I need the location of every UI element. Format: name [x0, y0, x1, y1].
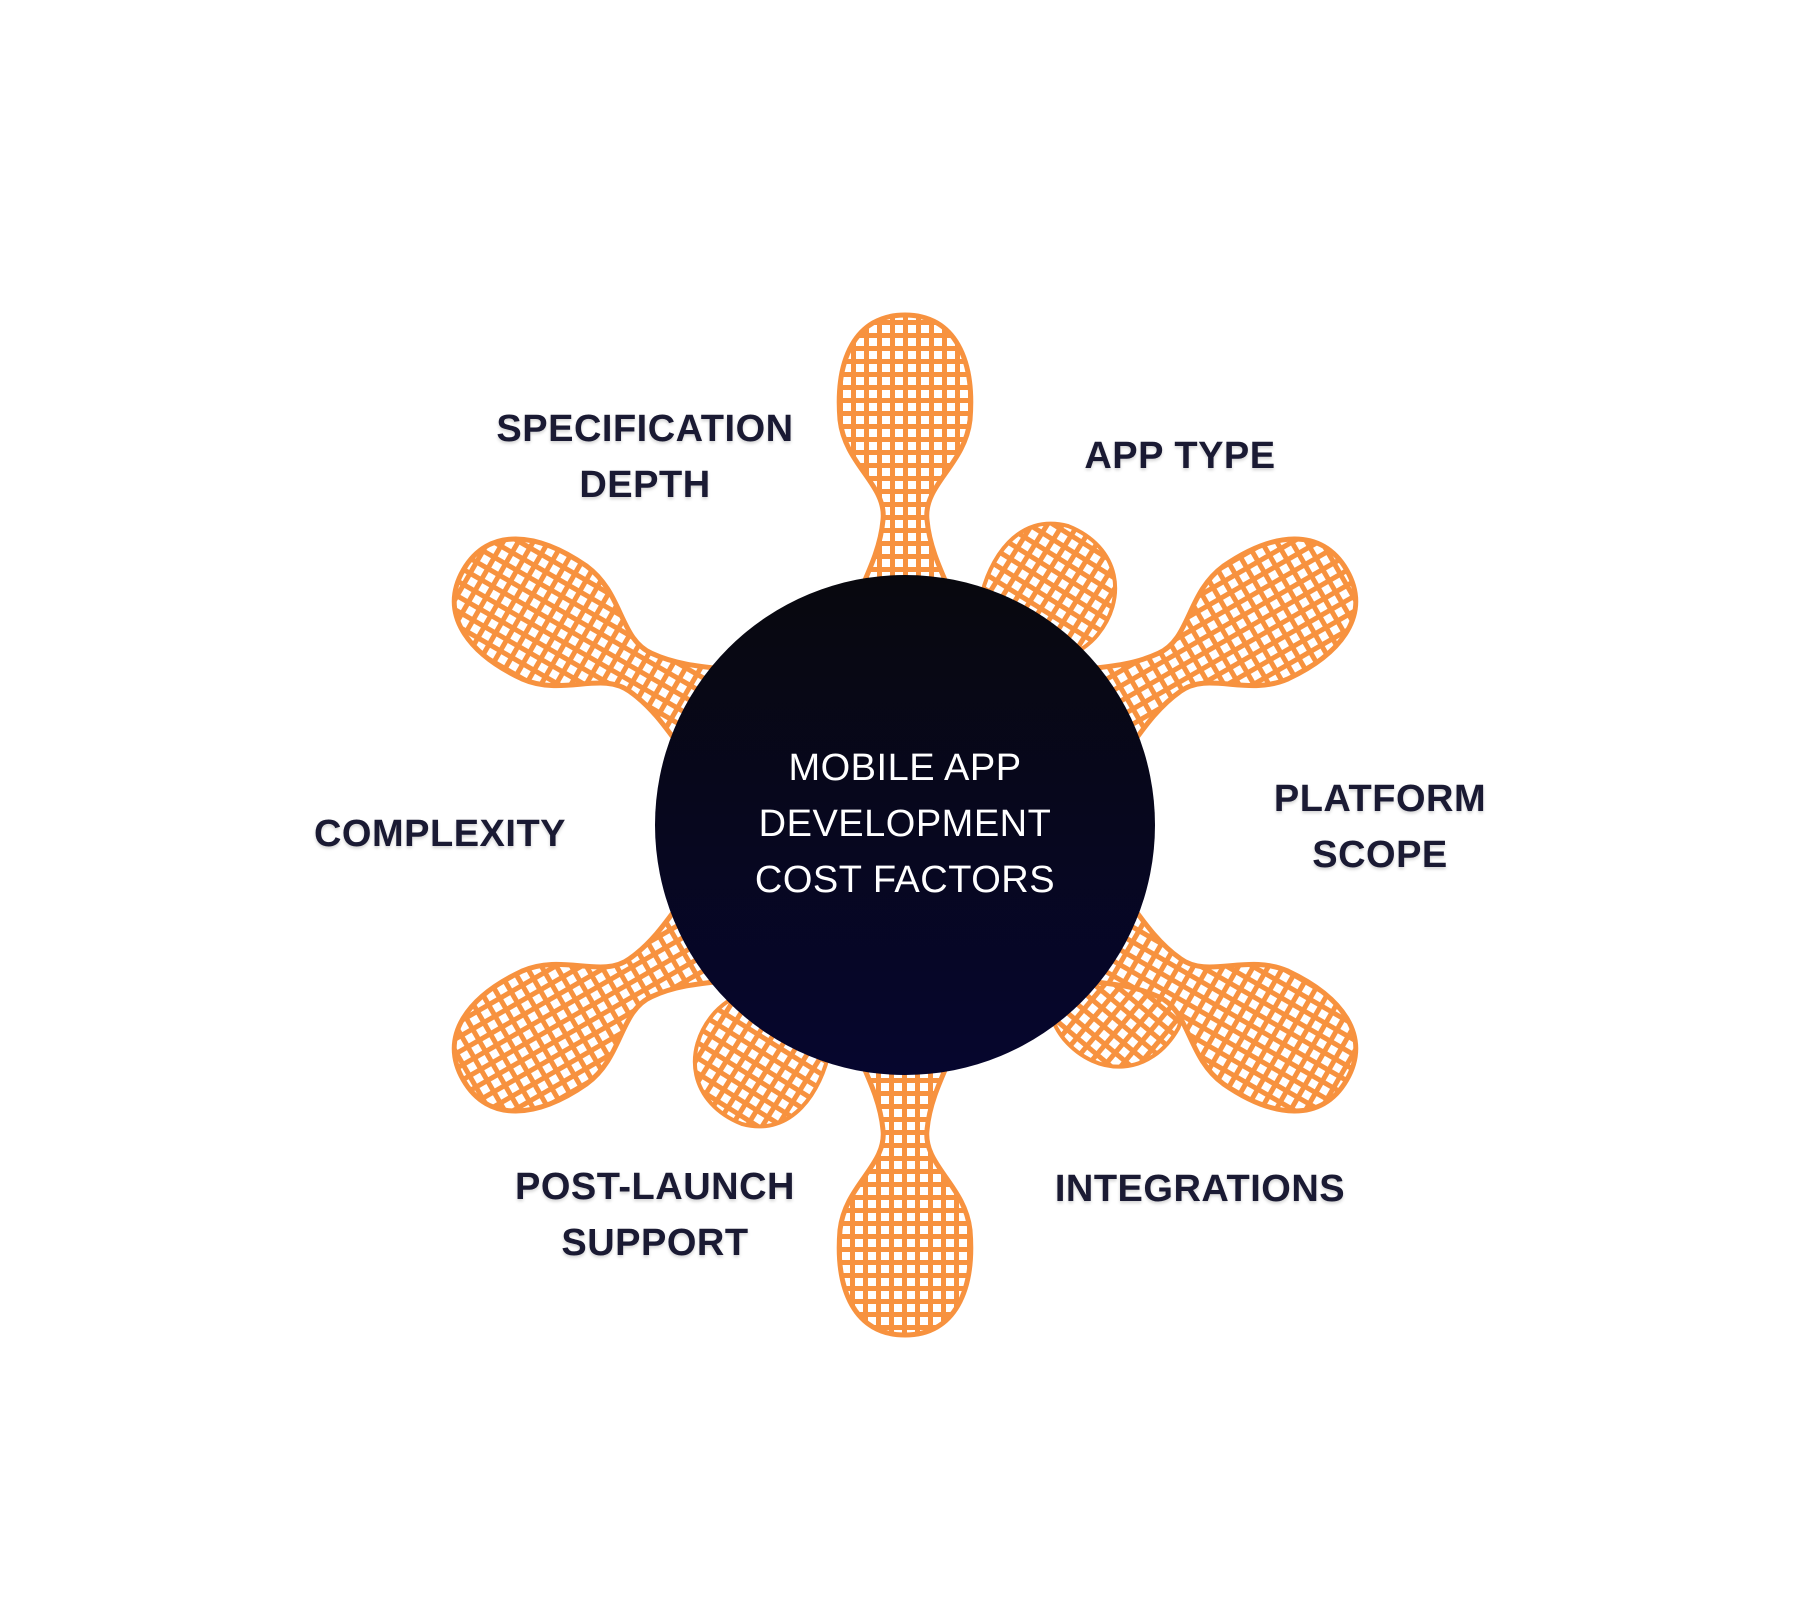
label-post-launch-support: POST-LAUNCH SUPPORT	[500, 1159, 810, 1271]
label-complexity: COMPLEXITY	[310, 806, 570, 862]
label-specification-depth-line-2: DEPTH	[579, 464, 711, 506]
label-platform-scope-line-2: SCOPE	[1312, 834, 1448, 876]
center-title-line-3: COST FACTORS	[754, 859, 1056, 901]
label-integrations: INTEGRATIONS	[1050, 1161, 1350, 1217]
label-platform-scope-line-1: PLATFORM	[1273, 778, 1487, 820]
label-specification-depth: SPECIFICATION DEPTH	[485, 401, 805, 513]
label-post-launch-support-line-1: POST-LAUNCH	[515, 1166, 795, 1208]
label-specification-depth-line-1: SPECIFICATION	[496, 408, 794, 450]
center-title: MOBILE APP DEVELOPMENT COST FACTORS	[660, 740, 1150, 908]
label-app-type-line-1: APP TYPE	[1084, 435, 1276, 477]
label-integrations-line-1: INTEGRATIONS	[1054, 1168, 1346, 1210]
label-post-launch-support-line-2: SUPPORT	[561, 1222, 749, 1264]
center-hub	[655, 575, 1155, 1075]
label-platform-scope: PLATFORM SCOPE	[1260, 771, 1500, 883]
center-title-line-1: MOBILE APP	[788, 747, 1022, 789]
center-title-line-2: DEVELOPMENT	[758, 803, 1052, 845]
label-complexity-line-1: COMPLEXITY	[313, 813, 567, 855]
label-app-type: APP TYPE	[1065, 428, 1295, 484]
